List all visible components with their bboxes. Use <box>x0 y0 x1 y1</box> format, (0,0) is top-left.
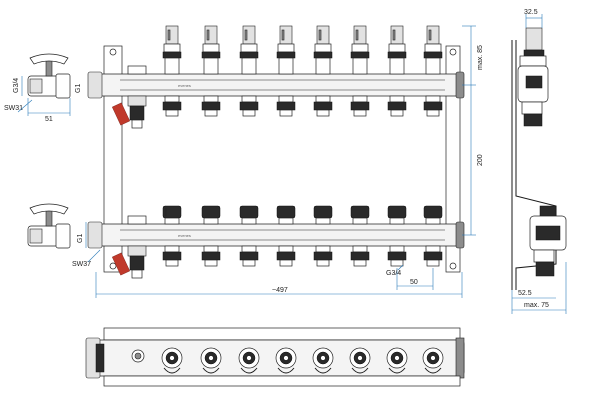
supply-outlets <box>162 95 443 117</box>
front-dimensions: 51 G3/4 G1 SW31 G1 SW37 ~497 50 G3/4 max… <box>4 25 484 298</box>
dim-circuit-thread: G3/4 <box>386 270 401 277</box>
dim-inlet-lower: G1 <box>77 234 84 243</box>
dim-side-bottom: 52.5 <box>518 290 532 297</box>
top-ball-valve <box>27 53 71 99</box>
return-bar <box>95 223 463 247</box>
dim-side-top: 32.5 <box>524 9 538 16</box>
side-view: 32.5 52.5 max. 75 <box>511 9 567 314</box>
dim-circuit-spacing: 50 <box>410 279 418 286</box>
return-bar-logo: evenes <box>178 233 191 238</box>
dim-valve-inlet: G1 <box>75 84 82 93</box>
bottom-vent-assembly <box>111 215 147 279</box>
dim-wrench-top: SW31 <box>4 105 23 112</box>
supply-bar <box>95 73 463 97</box>
bottom-view <box>85 327 465 387</box>
dim-valve-length: 51 <box>45 116 53 123</box>
return-valve-caps <box>162 205 443 225</box>
dim-wrench-lower: SW37 <box>72 261 91 268</box>
dim-overall-length: ~497 <box>272 287 288 294</box>
top-vent-assembly <box>111 65 147 129</box>
dim-side-max: max. 75 <box>524 302 549 309</box>
dim-valve-thread: G3/4 <box>13 78 20 93</box>
front-view: evenes evenes <box>87 25 465 279</box>
return-outlets <box>162 245 443 267</box>
bottom-ball-valve <box>27 203 71 249</box>
bottom-view-valves <box>161 347 444 374</box>
left-mounting-bracket <box>103 45 123 273</box>
supply-bar-logo: evenes <box>178 83 191 88</box>
dim-max-height: max. 85 <box>477 45 484 70</box>
dim-rail-distance: 200 <box>477 154 484 166</box>
flow-meters <box>162 25 443 75</box>
right-mounting-bracket <box>445 45 461 273</box>
